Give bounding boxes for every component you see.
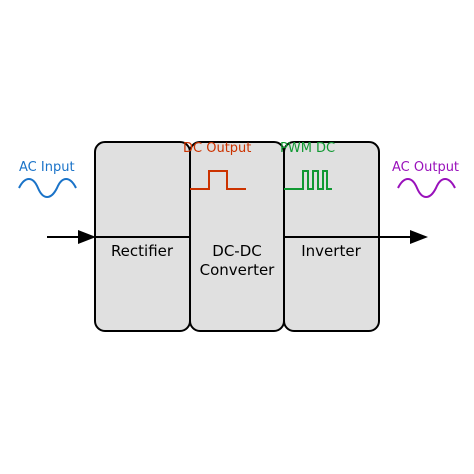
ac-input-label: AC Input bbox=[19, 160, 75, 175]
inverter-label: Inverter bbox=[301, 242, 361, 260]
dcdc-label-line2: Converter bbox=[200, 261, 276, 279]
pwm-dc-wave-icon bbox=[284, 170, 332, 190]
input-arrowhead bbox=[78, 230, 96, 244]
dcdc-converter-block: DC-DC Converter bbox=[189, 141, 285, 332]
dc-output-label: DC Output bbox=[183, 141, 251, 156]
ac-output-label: AC Output bbox=[392, 160, 459, 175]
rectifier-label: Rectifier bbox=[111, 242, 174, 260]
ac-output-wave-icon bbox=[397, 178, 456, 198]
pwm-dc-label: PWM DC bbox=[280, 141, 335, 156]
output-arrowhead bbox=[410, 230, 428, 244]
ac-input-wave-icon bbox=[18, 178, 77, 198]
dcdc-label-line1: DC-DC bbox=[212, 242, 261, 260]
dc-output-wave-icon bbox=[190, 170, 246, 190]
